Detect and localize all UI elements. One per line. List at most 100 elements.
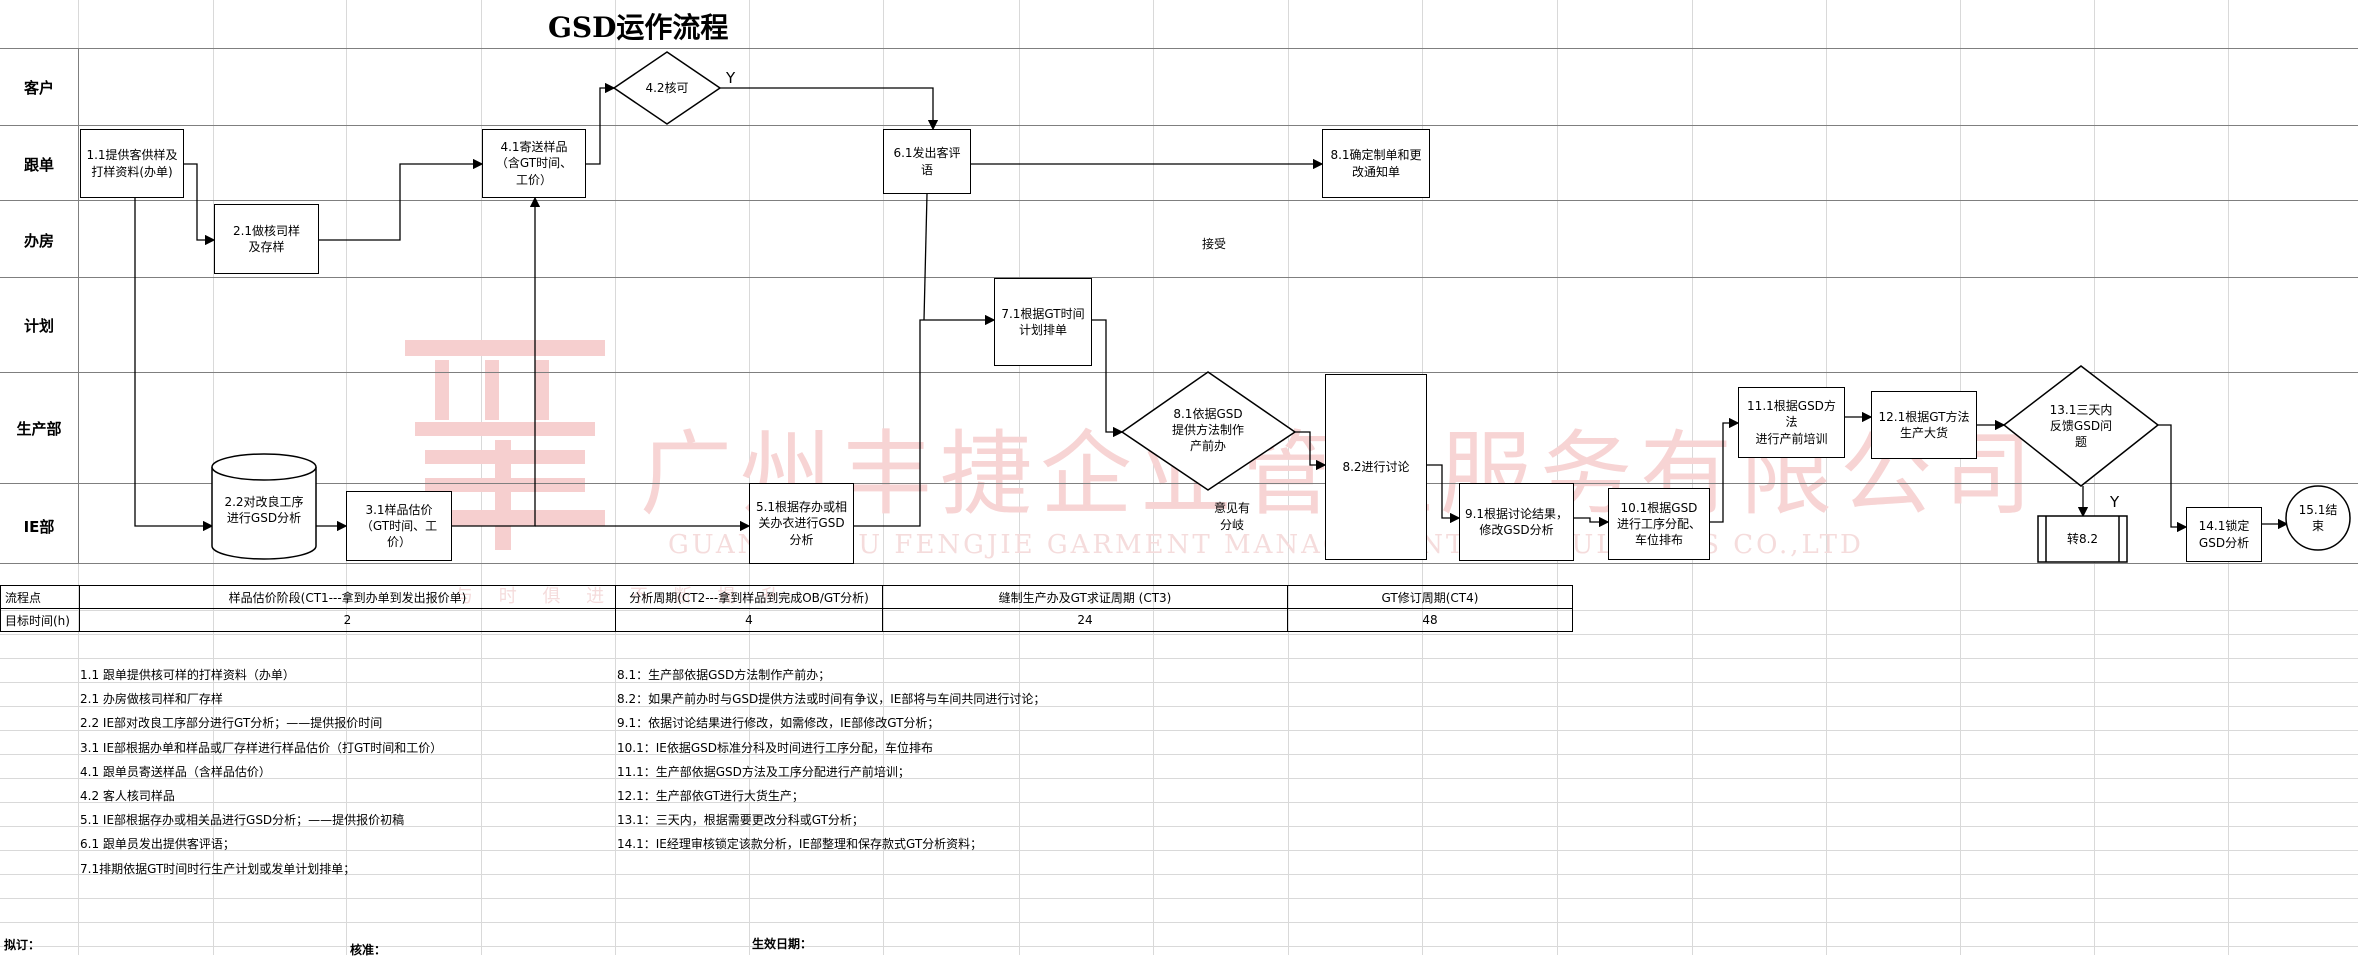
node-3_1: 3.1样品估价 （GT时间、工 价）: [346, 491, 452, 561]
grid-column-line: [346, 0, 347, 955]
grid-column-line: [1692, 0, 1693, 955]
edge-6_1-to-7_1: [923, 193, 928, 321]
grid-row-line: [0, 730, 2358, 731]
goto-8_2: 转8.2: [2066, 531, 2099, 546]
decision-13_1: 13.1三天内 反馈GSD问 题: [2049, 402, 2113, 450]
node-8_1-confirm: 8.1确定制单和更 改通知单: [1322, 129, 1430, 198]
grid-column-line: [1960, 0, 1961, 955]
lane-separator: [0, 277, 2358, 278]
page-title: GSD运作流程: [548, 11, 729, 44]
edge-4_2-to-6_1: [720, 87, 939, 131]
grid-row-line: [0, 634, 2358, 635]
grid-row-line: [0, 922, 2358, 923]
grid-column-line: [883, 0, 884, 955]
footer-effective-date: 生效日期：: [752, 937, 813, 951]
grid-column-line: [1557, 0, 1558, 955]
node-2_1: 2.1做核司样 及存样: [214, 204, 319, 274]
node-7_1: 7.1根据GT时间 计划排单: [994, 278, 1092, 366]
grid-row-line: [0, 682, 2358, 683]
lane-label-sample-room: 办房: [23, 232, 54, 250]
note-right-item: 13.1：三天内，根据需要更改分科或GT分析；: [617, 813, 864, 828]
lane-label-planning: 计划: [23, 317, 54, 335]
grid-column-line: [2228, 0, 2229, 955]
edge-3_1-to-4_1: [452, 196, 541, 527]
phase-ct4-hours: 48: [1287, 608, 1573, 632]
note-right-item: 12.1：生产部依GT进行大货生产；: [617, 789, 804, 803]
end-15_1: 15.1结 束: [2298, 502, 2338, 533]
note-left-item: 3.1 IE部根据办单和样品或厂存样进行样品估价（打GT时间和工价）: [80, 740, 443, 755]
phase-ct1: 样品估价阶段(CT1---拿到办单到发出报价单): [79, 585, 616, 609]
edge-7_1-to-8_1: [1092, 319, 1124, 438]
lane-label-ie: IE部: [23, 518, 55, 536]
edge-8_1-to-8_2: [1295, 431, 1327, 471]
note-right-item: 14.1：IE经理审核锁定该款分析，IE部整理和保存款式GT分析资料；: [617, 837, 983, 852]
decision-13_1-shape: [2002, 365, 2160, 487]
note-left-item: 7.1排期依据GT时间时行生产计划或发单计划排单；: [80, 861, 356, 876]
phase-table: 流程点 样品估价阶段(CT1---拿到办单到发出报价单) 分析周期(CT2---…: [0, 585, 1573, 632]
lane-label-customer: 客户: [23, 79, 54, 97]
grid-row-line: [0, 706, 2358, 707]
node-6_1: 6.1发出客评 语: [883, 129, 971, 194]
node-1_1: 1.1提供客供样及 打样资料(办单): [80, 129, 184, 198]
node-10_1: 10.1根据GSD 进行工序分配、 车位排布: [1608, 488, 1710, 560]
grid-column-line: [1019, 0, 1020, 955]
edge-4_1-to-4_2: [586, 82, 616, 165]
grid-row-line: [0, 658, 2358, 659]
footer-reviewed: 核准：: [350, 943, 387, 957]
edge-1_1-to-2_1: [184, 163, 216, 246]
edge-10_1-to-11_1: [1710, 417, 1740, 523]
grid-column-line: [1153, 0, 1154, 955]
phase-ct2-hours: 4: [615, 608, 883, 632]
grid-column-line: [1288, 0, 1289, 955]
decision-8_1-shape: [1120, 371, 1297, 491]
grid-row-line: [0, 946, 2358, 947]
edge-1_1-to-2_2: [134, 198, 214, 532]
note-right-item: 10.1：IE依据GSD标准分科及时间进行工序分配，车位排布: [617, 740, 933, 755]
lane-separator: [0, 125, 2358, 126]
goto-8_2-shape: [2037, 515, 2128, 563]
lane-label-production: 生产部: [16, 420, 62, 438]
note-right-item: 9.1：依据讨论结果进行修改，如需修改，IE部修改GT分析；: [617, 716, 940, 731]
note-left-item: 2.1 办房做核司样和厂存样: [80, 692, 223, 707]
edge-9_1-to-10_1: [1574, 516, 1610, 528]
end-15_1-shape: [2285, 485, 2351, 551]
phase-row-names: 流程点 样品估价阶段(CT1---拿到办单到发出报价单) 分析周期(CT2---…: [0, 585, 1573, 609]
edge-13_1-to-14_1: [2158, 424, 2188, 533]
edge-5_1-to-7_1: [854, 314, 996, 527]
note-left-item: 5.1 IE部根据存办或相关品进行GSD分析；——提供报价初稿: [80, 813, 405, 828]
node-12_1: 12.1根据GT方法 生产大货: [1871, 391, 1977, 459]
company-logo-watermark: [405, 340, 605, 550]
note-left-item: 6.1 跟单员发出提供客评语；: [80, 837, 235, 852]
node-9_1: 9.1根据讨论结果， 修改GSD分析: [1459, 483, 1574, 561]
note-left-item: 2.2 IE部对改良工序部分进行GT分析；——提供报价时间: [80, 716, 383, 731]
phase-row-label: 流程点: [0, 585, 80, 609]
note-left-item: 4.1 跟单员寄送样品（含样品估价）: [80, 764, 271, 779]
phase-ct3: 缝制生产办及GT求证周期 (CT3): [882, 585, 1288, 609]
phase-ct1-hours: 2: [79, 608, 616, 632]
grid-row-line: [0, 802, 2358, 803]
grid-row-line: [0, 826, 2358, 827]
grid-row-line: [0, 850, 2358, 851]
phase-ct4: GT修订周期(CT4): [1287, 585, 1573, 609]
decision-4_2: 4.2核可: [645, 80, 689, 95]
grid-row-line: [0, 898, 2358, 899]
database-2_2-shape: [211, 453, 317, 560]
target-time-label: 目标时间(h): [0, 608, 80, 632]
lane-separator: [0, 563, 2358, 564]
edge-8_2-to-9_1: [1427, 464, 1461, 524]
grid-row-line: [0, 754, 2358, 755]
edge-label-yes-13_1: Y: [2110, 493, 2120, 511]
database-2_2: 2.2对改良工序 进行GSD分析: [224, 494, 304, 525]
lane-separator: [0, 48, 2358, 49]
node-11_1: 11.1根据GSD方法 进行产前培训: [1738, 387, 1845, 458]
node-5_1: 5.1根据存办或相 关办衣进行GSD 分析: [749, 483, 854, 564]
node-4_1: 4.1寄送样品 （含GT时间、 工价）: [482, 129, 586, 198]
node-8_2: 8.2进行讨论: [1325, 374, 1427, 560]
note-right-item: 8.1：生产部依据GSD方法制作产前办；: [617, 668, 831, 682]
note-left-item: 1.1 跟单提供核可样的打样资料（办单）: [80, 668, 295, 682]
note-right-item: 11.1：生产部依据GSD方法及工序分配进行产前培训；: [617, 764, 910, 779]
grid-column-line: [615, 0, 616, 955]
edge-label-yes-4_2: Y: [726, 69, 736, 87]
